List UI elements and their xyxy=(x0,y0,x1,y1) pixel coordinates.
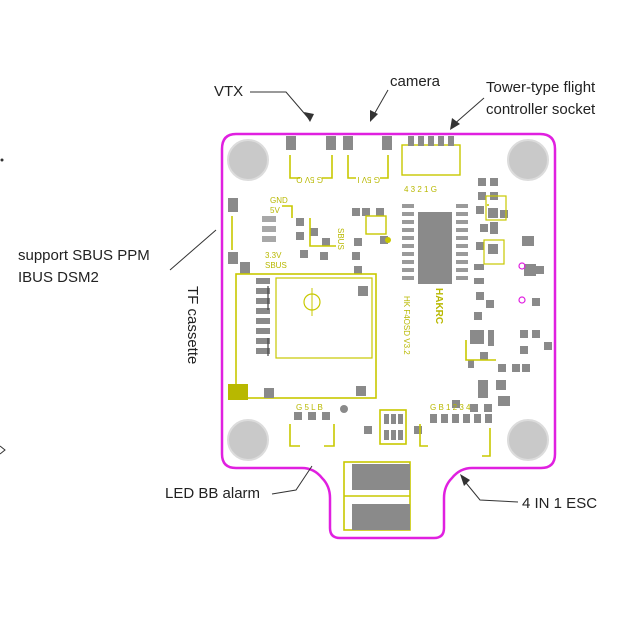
camera-connector: G 5V I xyxy=(343,136,392,184)
camera-pin-label: G 5V I xyxy=(357,175,380,184)
esc-pin-label: G B 1 2 3 4 xyxy=(430,403,471,412)
led-bb-leader xyxy=(271,465,313,495)
5v-label: 5V xyxy=(270,206,280,215)
tf-card-slot xyxy=(228,273,377,400)
mcu-chip xyxy=(402,204,468,284)
led-pin-label: G 5 L B xyxy=(296,403,323,412)
tower-socket-connector: 4 3 2 1 G xyxy=(401,136,461,194)
led-bb-connector: G 5 L B xyxy=(289,403,348,447)
sbus-label: SBUS xyxy=(265,261,287,270)
mount-hole-bottom-left xyxy=(227,419,269,461)
socket-pin-label: 4 3 2 1 G xyxy=(404,185,437,194)
receiver-label-line2: IBUS DSM2 xyxy=(18,269,99,286)
receiver-leader xyxy=(169,229,217,271)
vtx-connector: G 5V O xyxy=(286,136,336,184)
camera-label: camera xyxy=(390,73,441,90)
model-label: HK F4OSD V3.2 xyxy=(402,296,411,355)
esc-connector: G B 1 2 3 4 xyxy=(419,403,492,457)
3v3-label: 3.3V xyxy=(265,251,282,260)
esc-leader xyxy=(461,477,519,503)
receiver-label-line1: support SBUS PPM xyxy=(18,247,150,264)
vtx-leader xyxy=(250,91,311,121)
brand-logo: HAKRC xyxy=(433,288,444,324)
tf-cassette-label: TF cassette xyxy=(184,286,201,364)
vtx-label: VTX xyxy=(214,83,243,100)
tower-socket-label-line2: controller socket xyxy=(486,101,596,118)
esc-label: 4 IN 1 ESC xyxy=(522,495,597,512)
mount-hole-top-right xyxy=(507,139,549,181)
mount-hole-top-left xyxy=(227,139,269,181)
board-outline xyxy=(220,132,557,540)
sbus-vertical-label: SBUS xyxy=(336,228,345,250)
led-bb-alarm-label: LED BB alarm xyxy=(165,485,260,502)
gnd-label: GND xyxy=(270,196,288,205)
tower-socket-leader xyxy=(451,97,485,127)
mount-hole-bottom-right xyxy=(507,419,549,461)
tower-socket-label-line1: Tower-type flight xyxy=(486,79,596,96)
vtx-pin-label: G 5V O xyxy=(296,175,323,184)
power-pads xyxy=(343,461,411,531)
